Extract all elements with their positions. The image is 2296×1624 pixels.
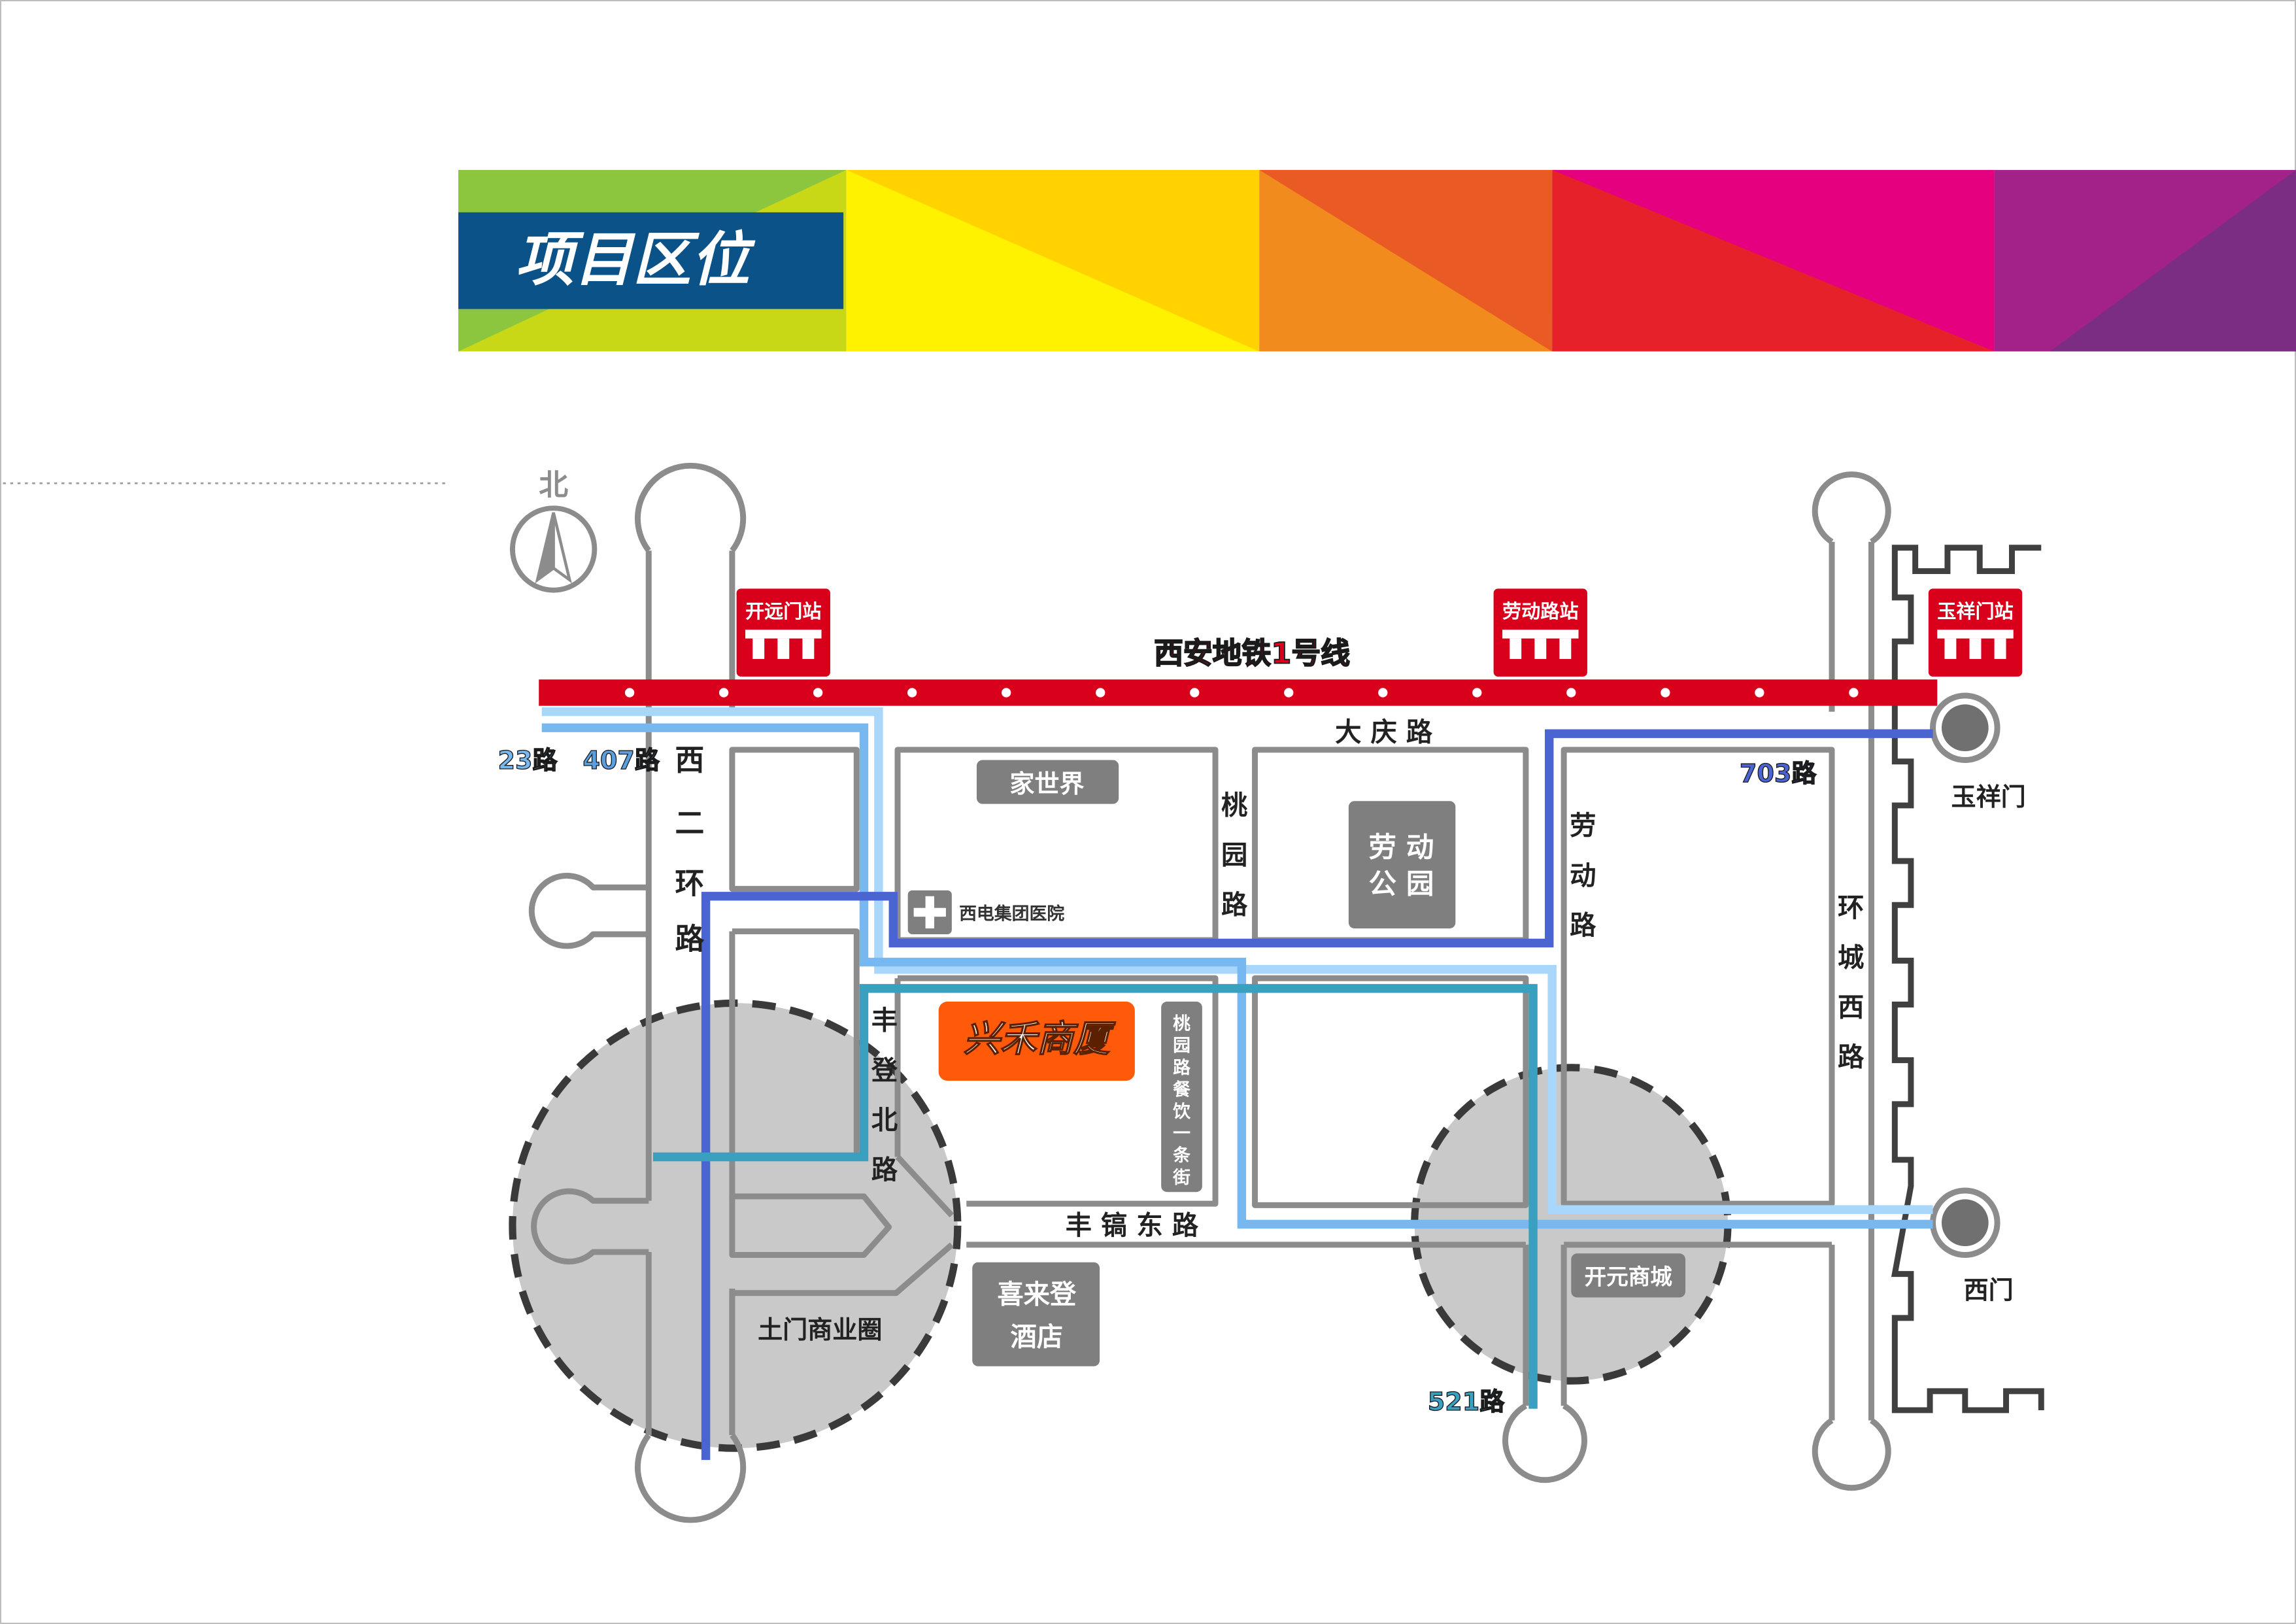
place-tumen: 土门商业圈	[758, 1315, 882, 1344]
project-label: 兴禾商厦	[964, 1018, 1117, 1060]
bus-routes	[541, 707, 1933, 1461]
svg-text:桃: 桃	[1221, 790, 1247, 820]
bus-label-407: 407路	[582, 746, 660, 775]
metro-station-kaiyuanmen[interactable]: 开远门站	[736, 588, 830, 677]
page-title: 项目区位	[515, 226, 756, 294]
svg-text:餐: 餐	[1173, 1079, 1190, 1100]
svg-text:登: 登	[871, 1055, 898, 1086]
svg-text:环: 环	[675, 866, 705, 900]
svg-text:路: 路	[1838, 1042, 1865, 1073]
svg-text:环: 环	[1838, 892, 1864, 923]
road-label-laodong: 劳 动 路	[1570, 811, 1596, 941]
metro-dots	[624, 688, 1859, 698]
svg-text:劳: 劳	[1570, 811, 1596, 841]
svg-text:饮: 饮	[1172, 1102, 1191, 1122]
svg-text:街: 街	[1172, 1168, 1190, 1188]
metro-station-laodonglu[interactable]: 劳动路站	[1493, 588, 1587, 677]
svg-text:城: 城	[1838, 942, 1864, 973]
place-jiashijie[interactable]: 家世界	[976, 760, 1119, 804]
bus-route-703	[701, 729, 1933, 1461]
bus-label-521: 521路	[1428, 1387, 1505, 1416]
place-label: 喜来登	[997, 1279, 1077, 1310]
city-wall	[1891, 545, 2044, 1413]
bus-route-23	[541, 707, 1933, 1214]
place-label: 酒店	[1010, 1321, 1063, 1352]
metro-dot	[813, 688, 823, 698]
svg-text:路: 路	[1570, 910, 1596, 941]
food-street-label: 桃 园 路 餐 饮 一 条 街	[1161, 1002, 1202, 1193]
svg-text:桃: 桃	[1173, 1014, 1190, 1034]
metro-dot	[1190, 688, 1200, 698]
road-label-fenghao: 丰 镐 东 路	[1066, 1210, 1199, 1241]
metro-dot	[1472, 688, 1482, 698]
metro-dot	[1566, 688, 1576, 698]
project-marker[interactable]: 兴禾商厦	[938, 1002, 1135, 1081]
svg-text:路: 路	[1221, 890, 1248, 921]
station-label: 玉祥门站	[1937, 600, 2013, 622]
metro-line-label: 西安地铁1号线	[1154, 636, 1350, 671]
metro-dot	[1849, 688, 1859, 698]
header-banner	[458, 169, 2296, 352]
metro-dot	[907, 688, 917, 698]
svg-text:园: 园	[1221, 840, 1247, 871]
svg-text:路: 路	[1173, 1057, 1190, 1078]
metro-dot	[1378, 688, 1388, 698]
header-title-box	[458, 212, 844, 309]
station-label: 开远门站	[745, 600, 821, 622]
road-label-fengdeng: 丰 登 北 路	[871, 1006, 898, 1185]
station-label: 劳动路站	[1502, 600, 1578, 622]
metro-dot	[1661, 688, 1670, 698]
svg-text:西: 西	[675, 743, 705, 777]
metro-dot	[624, 688, 635, 698]
place-yuxiangmen: 玉祥门	[1951, 783, 2026, 811]
road-label-huancheng: 环 城 西 路	[1838, 892, 1865, 1072]
compass: 北	[510, 467, 598, 593]
metro-line-1	[539, 679, 1938, 706]
yuxiangmen-node	[1941, 704, 1989, 752]
svg-text:一: 一	[1173, 1124, 1190, 1144]
place-ximen: 西门	[1964, 1276, 2014, 1305]
compass-label: 北	[539, 467, 568, 502]
svg-text:路: 路	[675, 921, 705, 956]
svg-text:园: 园	[1173, 1036, 1190, 1056]
metro-station-yuxiangmen[interactable]: 玉祥门站	[1928, 588, 2023, 677]
metro-dot	[1755, 688, 1764, 698]
place-label: 家世界	[1009, 770, 1084, 798]
place-label: 劳 动	[1369, 832, 1434, 864]
road-label-taoyuan: 桃 园 路	[1221, 790, 1248, 920]
place-kaiyuan[interactable]: 开元商城	[1571, 1253, 1686, 1298]
svg-text:丰: 丰	[871, 1006, 898, 1036]
bus-label-703: 703路	[1740, 759, 1817, 788]
svg-text:条: 条	[1173, 1145, 1190, 1166]
place-label: 西电集团医院	[959, 904, 1064, 924]
bus-route-521	[652, 984, 1538, 1409]
metro-dot	[1284, 688, 1294, 698]
metro-dot	[1096, 688, 1106, 698]
metro-dot	[718, 688, 729, 698]
svg-text:北: 北	[871, 1105, 898, 1136]
svg-text:二: 二	[675, 805, 705, 840]
place-hospital[interactable]: 西电集团医院	[907, 890, 1065, 935]
place-label: 开元商城	[1584, 1264, 1672, 1289]
metro-dot	[1002, 688, 1011, 698]
place-sheraton[interactable]: 喜来登 酒店	[972, 1262, 1100, 1366]
road-label-daqing: 大 庆 路	[1335, 717, 1433, 747]
svg-text:西: 西	[1838, 992, 1864, 1023]
road-label-xierhuan: 西 二 环 路	[675, 743, 705, 956]
svg-text:路: 路	[871, 1155, 898, 1185]
svg-text:动: 动	[1570, 860, 1596, 891]
bus-route-407	[541, 723, 1933, 1229]
place-laodong-park[interactable]: 劳 动 公 园	[1348, 801, 1456, 929]
ximen-node	[1941, 1199, 1989, 1247]
bus-label-23: 23路	[498, 746, 558, 775]
place-label: 公 园	[1369, 868, 1434, 900]
